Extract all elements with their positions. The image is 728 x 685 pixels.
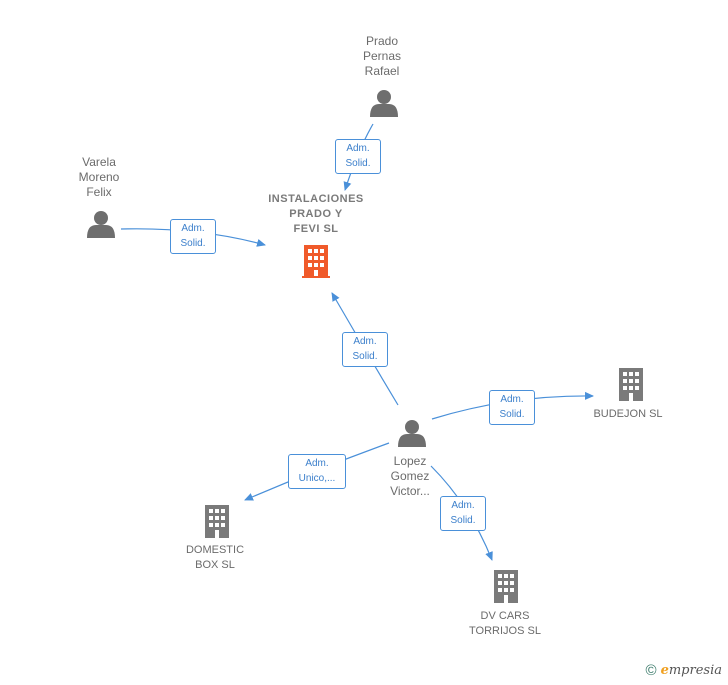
person-icon[interactable] bbox=[87, 211, 115, 238]
person-label-varela[interactable]: Varela Moreno Felix bbox=[78, 155, 120, 199]
edge-label-prado-center[interactable]: Adm. Solid. bbox=[335, 139, 381, 174]
edge-label-lopez-dvcars[interactable]: Adm. Solid. bbox=[440, 496, 486, 531]
edge-label-lopez-domestic[interactable]: Adm. Unico,... bbox=[288, 454, 346, 489]
copyright-icon: © bbox=[645, 662, 657, 679]
footer-brand: © empresia bbox=[646, 662, 722, 679]
company-label-dvcars[interactable]: DV CARS TORRIJOS SL bbox=[469, 610, 541, 637]
person-label-prado[interactable]: Prado Pernas Rafael bbox=[362, 34, 402, 78]
company-label-domestic[interactable]: DOMESTIC BOX SL bbox=[185, 544, 245, 571]
building-icon[interactable] bbox=[494, 570, 518, 603]
building-icon[interactable] bbox=[619, 368, 643, 401]
brand-logo[interactable]: empresia bbox=[660, 663, 722, 678]
edge-label-varela-center[interactable]: Adm. Solid. bbox=[170, 219, 216, 254]
person-label-lopez[interactable]: Lopez Gomez Victor... bbox=[390, 454, 430, 498]
building-icon-main[interactable] bbox=[302, 245, 330, 278]
edge-label-lopez-center[interactable]: Adm. Solid. bbox=[342, 332, 388, 367]
company-label-main[interactable]: INSTALACIONES PRADO Y FEVI SL bbox=[268, 193, 364, 235]
edge-label-lopez-budejon[interactable]: Adm. Solid. bbox=[489, 390, 535, 425]
person-icon[interactable] bbox=[370, 90, 398, 117]
building-icon[interactable] bbox=[205, 505, 229, 538]
person-icon[interactable] bbox=[398, 420, 426, 447]
company-label-budejon[interactable]: BUDEJON SL bbox=[593, 408, 663, 420]
